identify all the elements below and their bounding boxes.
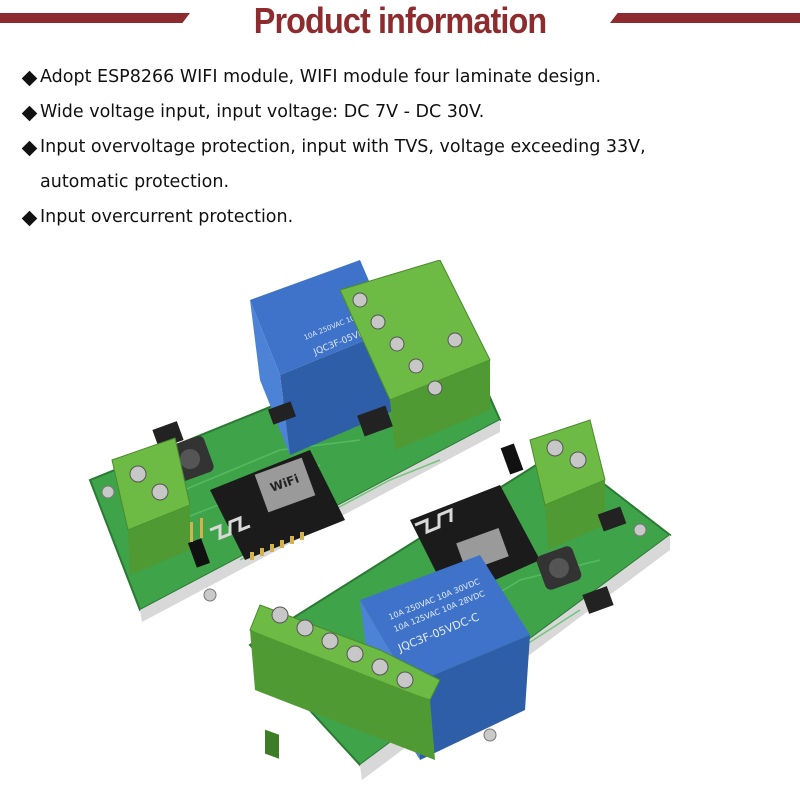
feature-text-continued: automatic protection. (40, 172, 230, 192)
header-bar-left (0, 13, 190, 23)
left-terminal-block (339, 260, 491, 450)
left-power-terminal (111, 437, 191, 575)
list-item: Wide voltage input, input voltage: DC 7V… (21, 95, 792, 130)
left-esp-module: WiFi (209, 450, 345, 560)
right-power-terminal (529, 419, 606, 550)
diamond-bullet-icon (21, 210, 38, 227)
left-relay-board: JQC3F-05VDC-C 10A 250VAC 10A 30VDC WiFi (88, 260, 502, 622)
right-relay-board: 10A 250VAC 10A 30VDC 10A 125VAC 10A 28VD… (248, 419, 672, 780)
header: Product information (0, 0, 800, 44)
header-bar-right (610, 13, 800, 23)
product-photo: JQC3F-05VDC-C 10A 250VAC 10A 30VDC WiFi (88, 260, 672, 780)
feature-text: Input overvoltage protection, input with… (40, 137, 646, 157)
page-title: Product information (253, 0, 547, 41)
feature-text: Input overcurrent protection. (40, 207, 294, 227)
right-terminal-block (249, 604, 441, 760)
feature-text: Adopt ESP8266 WIFI module, WIFI module f… (40, 67, 602, 87)
diamond-bullet-icon (21, 140, 38, 157)
list-item: Adopt ESP8266 WIFI module, WIFI module f… (21, 60, 792, 95)
list-item: Input overvoltage protection, input with… (21, 130, 792, 200)
diamond-bullet-icon (21, 70, 38, 87)
feature-list: Adopt ESP8266 WIFI module, WIFI module f… (21, 60, 792, 235)
feature-text: Wide voltage input, input voltage: DC 7V… (40, 102, 485, 122)
list-item: Input overcurrent protection. (21, 200, 792, 235)
diamond-bullet-icon (21, 105, 38, 122)
